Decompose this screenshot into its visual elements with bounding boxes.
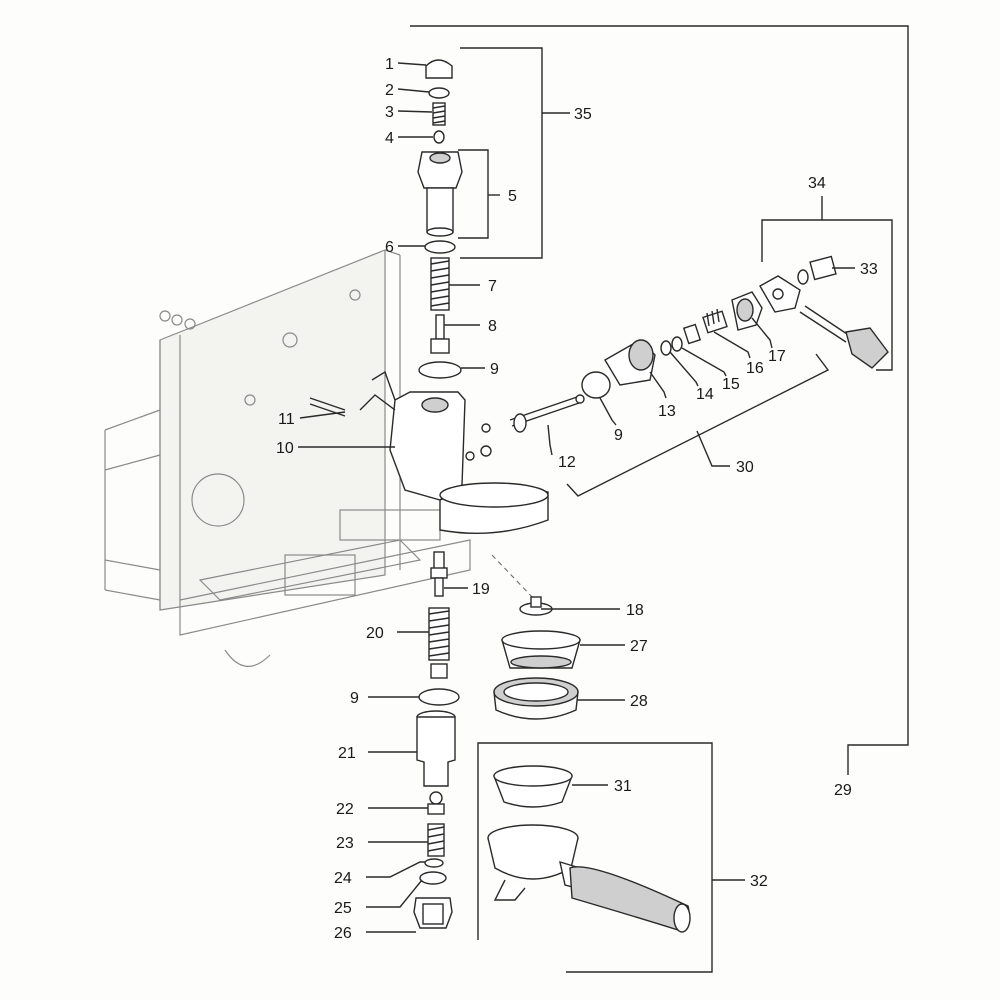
o-ring-part-2 [428,87,450,99]
label-27: 27 [630,638,648,655]
label-13: 13 [658,403,676,420]
label-17: 17 [768,348,786,365]
valve-housing-part-34 [759,275,801,313]
label-31: 31 [614,778,632,795]
label-20: 20 [366,625,384,642]
gasket-part-9-side [581,371,611,399]
frame-bolt-holes [159,310,196,330]
spring-part-20 [428,607,450,661]
label-26: 26 [334,925,352,942]
valve-part-22 [427,791,445,815]
label-5: 5 [508,188,517,205]
spring-part-3 [432,102,446,126]
washer-near-33 [797,269,809,285]
washer-part-14 [660,336,683,356]
filter-basket-part-31 [493,765,573,808]
group-head-body-part-10 [359,370,549,535]
gasket-part-28 [493,677,579,720]
label-30: 30 [736,459,754,476]
ball-part-4 [433,130,445,144]
label-9-upper: 9 [490,361,499,378]
bracket-32 [477,742,745,973]
valve-body-part-5 [417,151,463,237]
label-34: 34 [808,175,826,192]
knob-shaft [799,305,889,369]
portafilter-part-32 [487,824,691,933]
label-15: 15 [722,376,740,393]
label-25: 25 [334,900,352,917]
nut-part-26 [413,897,453,929]
spacer [430,663,448,679]
label-9-lower: 9 [350,690,359,707]
gasket-part-9-upper [418,361,462,379]
label-11: 11 [278,411,295,428]
bracket-5 [458,149,500,239]
spring-part-7 [430,257,450,311]
label-18: 18 [626,602,644,619]
piston-part-8 [430,314,450,354]
label-8: 8 [488,318,497,335]
label-33: 33 [860,261,878,278]
spring-part-16 [702,308,728,334]
label-19: 19 [472,581,490,598]
spring-part-23 [427,823,445,857]
gasket-part-9-lower [418,688,460,706]
screw-part-18 [519,596,553,616]
label-10: 10 [276,440,294,457]
label-7: 7 [488,278,497,295]
nut-part-33 [809,255,837,281]
label-16: 16 [746,360,764,377]
label-23: 23 [336,835,354,852]
spacer-part-15 [682,323,702,345]
label-9-side: 9 [614,427,623,444]
leader-lines [298,62,855,933]
gasket-part-25 [419,871,447,885]
gasket-part-6 [424,240,456,254]
steam-pipe-part-12 [480,394,585,457]
dash-line-18 [491,554,536,601]
bracket-35 [460,47,570,259]
washer-part-24 [424,858,444,868]
valve-body-part-13 [604,339,656,386]
label-2: 2 [385,82,394,99]
valve-stem-part-19 [430,551,448,597]
part-number-labels: 1 2 3 4 5 6 7 8 9 10 11 12 13 14 15 16 1… [276,56,878,942]
shower-screen-part-27 [501,630,581,669]
label-24: 24 [334,870,352,887]
bracket-29 [410,25,909,775]
label-1: 1 [385,56,394,73]
label-28: 28 [630,693,648,710]
label-22: 22 [336,801,354,818]
label-14: 14 [696,386,714,403]
valve-cap-part-1 [425,59,453,79]
label-3: 3 [385,104,394,121]
machine-frame [104,249,471,667]
bracket-30 [566,353,830,497]
pin-part-11 [309,397,346,417]
label-35: 35 [574,106,592,123]
bracket-34 [761,196,893,371]
label-12: 12 [558,454,576,471]
label-21: 21 [338,745,356,762]
sleeve-part-21 [416,710,456,787]
label-32: 32 [750,873,768,890]
label-29: 29 [834,782,852,799]
label-4: 4 [385,130,394,147]
label-6: 6 [385,239,394,256]
